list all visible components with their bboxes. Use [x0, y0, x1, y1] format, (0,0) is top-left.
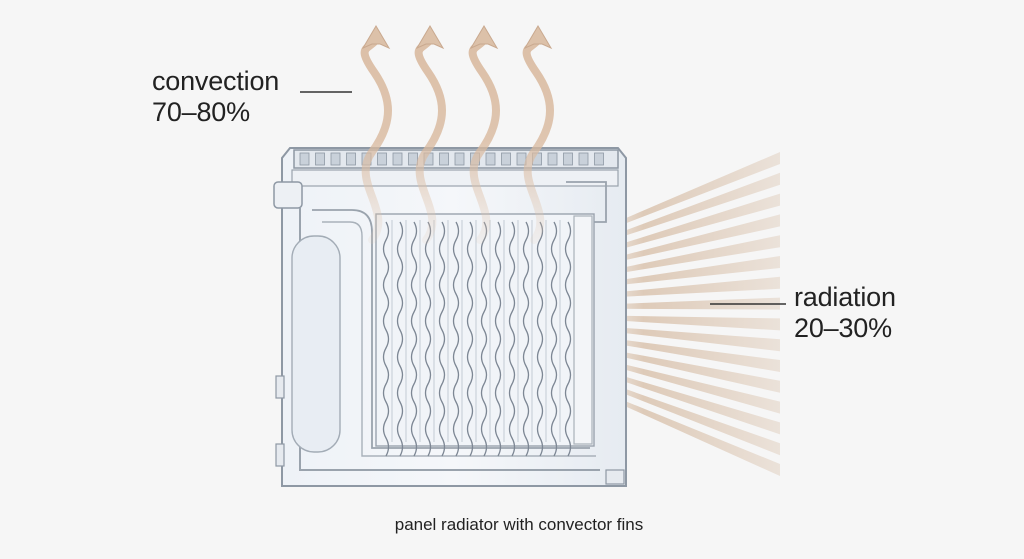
- convector-fin: [522, 221, 530, 457]
- convection-arrowhead-icon: [523, 25, 553, 50]
- convection-arrowhead-icon: [361, 25, 391, 50]
- convection-arrow-shaft: [468, 36, 500, 244]
- valve-icon: [273, 181, 303, 209]
- radiation-label: radiation 20–30%: [794, 282, 896, 344]
- grille-slot: [454, 152, 465, 166]
- radiation-ray: [598, 235, 780, 277]
- radiation-value: 20–30%: [794, 313, 892, 343]
- convector-fin: [508, 221, 516, 457]
- convector-fin: [564, 221, 572, 457]
- radiation-ray: [598, 256, 780, 288]
- grille-slot: [547, 152, 558, 166]
- convector-fin: [452, 221, 460, 457]
- convector-fin: [438, 221, 446, 457]
- radiation-ray: [598, 315, 780, 331]
- convector-fins: [382, 220, 575, 457]
- radiation-ray: [598, 379, 780, 456]
- radiator-body: [273, 147, 627, 487]
- grille-slot: [578, 152, 589, 166]
- convection-value: 70–80%: [152, 97, 250, 127]
- grille-slot: [563, 152, 573, 166]
- radiation-ray: [598, 326, 780, 352]
- radiation-ray: [598, 152, 780, 234]
- convection-arrow-shaft: [522, 36, 554, 244]
- radiation-ray: [598, 368, 780, 435]
- grille-slot: [501, 152, 511, 166]
- grille-slot: [485, 152, 496, 166]
- convector-fin: [410, 221, 418, 457]
- diagram-caption: panel radiator with convector fins: [394, 515, 644, 534]
- convection-title: convection: [152, 66, 280, 96]
- convector-fin: [466, 221, 474, 457]
- radiation-ray: [598, 193, 780, 256]
- convection-arrow-shaft: [360, 36, 392, 244]
- grille-slot: [377, 152, 387, 166]
- radiation-ray: [598, 214, 780, 266]
- grille-slot: [330, 152, 341, 166]
- convector-fin: [396, 221, 404, 457]
- grille-slot: [392, 152, 403, 166]
- radiation-ray: [598, 297, 780, 310]
- convection-label: convection 70–80%: [152, 66, 279, 128]
- convection-arrowhead-icon: [469, 25, 499, 50]
- grille-slot: [299, 152, 310, 166]
- radiation-rays: [598, 152, 780, 476]
- radiation-ray: [598, 336, 780, 372]
- convector-fin: [494, 221, 502, 457]
- grille-slot: [408, 152, 418, 166]
- grille-slot: [594, 152, 604, 166]
- convector-fin: [550, 221, 558, 457]
- convector-fin: [480, 221, 488, 457]
- radiation-ray: [598, 390, 780, 476]
- convector-fin: [536, 221, 544, 457]
- convector-fin: [424, 221, 432, 457]
- radiation-ray: [598, 172, 780, 245]
- radiation-title: radiation: [794, 282, 896, 312]
- convection-arrow-shaft: [414, 36, 446, 244]
- grille-slot: [439, 152, 449, 166]
- radiation-ray: [598, 358, 780, 414]
- convector-fin: [382, 221, 390, 457]
- radiation-ray: [598, 276, 780, 298]
- convection-arrowhead-icon: [415, 25, 445, 50]
- radiation-ray: [598, 347, 780, 393]
- grille-slot: [315, 152, 325, 166]
- convection-arrows: [360, 25, 554, 244]
- grille-slot: [346, 152, 356, 166]
